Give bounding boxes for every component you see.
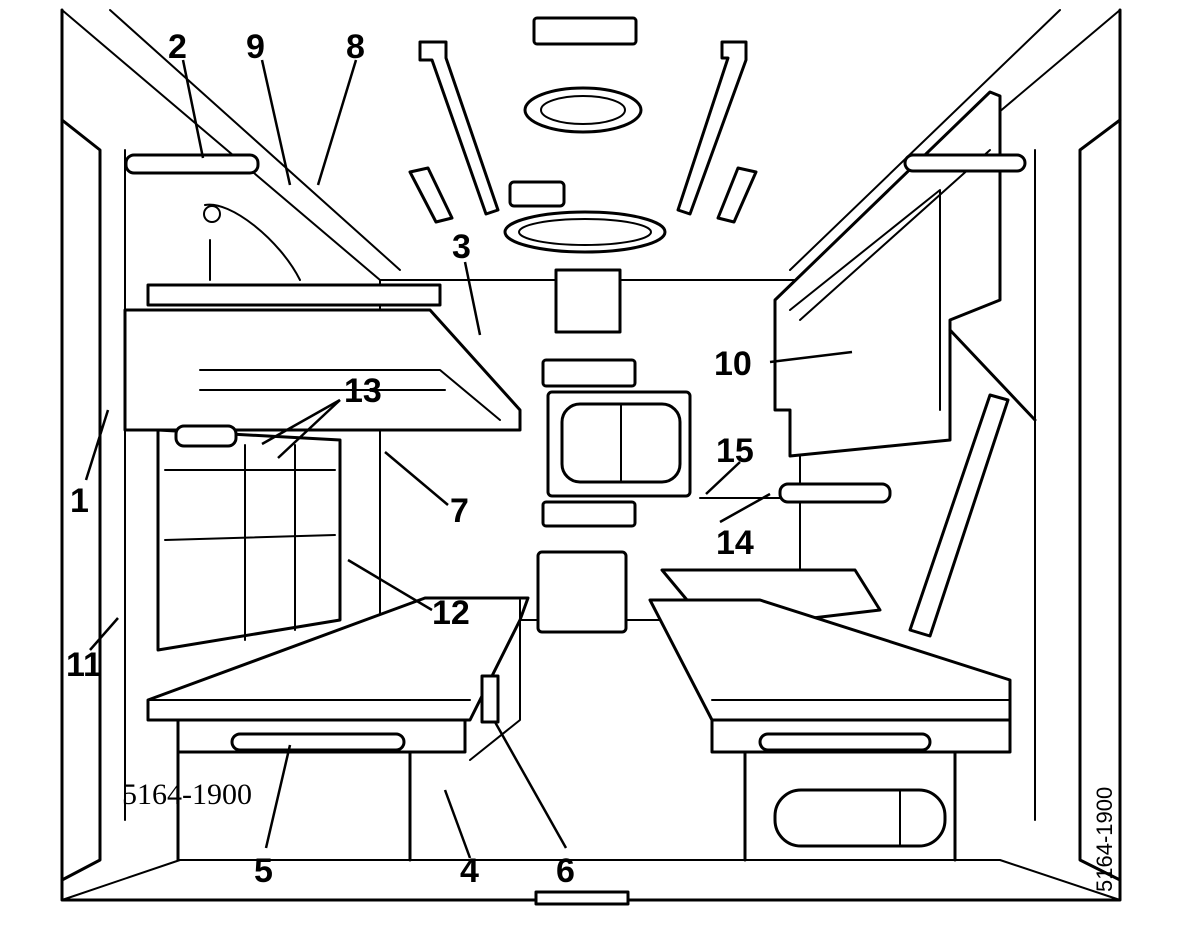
leader-lines — [84, 59, 853, 859]
leader-5 — [264, 744, 292, 849]
callout-1: 1 — [70, 482, 89, 520]
left-backrest-straps — [156, 424, 342, 652]
leader-13a — [261, 398, 341, 446]
callout-11: 11 — [66, 646, 102, 684]
callout-15: 15 — [716, 432, 754, 470]
ceiling-fixtures — [408, 16, 758, 254]
callout-3: 3 — [452, 228, 471, 266]
callout-12: 12 — [432, 594, 470, 632]
callouts: 1 2 3 4 5 6 7 8 9 10 11 12 13 14 15 — [66, 28, 754, 890]
figure-id-horizontal: 5164-1900 — [122, 778, 252, 811]
callout-7: 7 — [450, 492, 469, 530]
front-wall — [536, 268, 692, 634]
figure-id-vertical: 5164-1900 — [1092, 787, 1117, 892]
callout-14: 14 — [716, 524, 754, 562]
leader-10 — [769, 350, 853, 364]
leader-6 — [493, 721, 568, 849]
callout-6: 6 — [556, 852, 575, 890]
leader-8 — [316, 59, 358, 186]
leader-15 — [705, 461, 741, 495]
callout-13: 13 — [344, 372, 382, 410]
leader-2 — [181, 59, 205, 159]
leader-9 — [260, 59, 292, 186]
leader-14 — [719, 492, 771, 524]
right-upper-litter — [773, 90, 1037, 458]
callout-2: 2 — [168, 28, 187, 66]
callout-4: 4 — [460, 852, 479, 890]
leader-4 — [443, 789, 472, 859]
leader-1 — [84, 409, 110, 481]
leader-13b — [277, 399, 341, 459]
callout-10: 10 — [714, 345, 752, 383]
left-upper-litter — [123, 153, 522, 432]
left-lower-litter — [146, 596, 530, 862]
callout-5: 5 — [254, 852, 273, 890]
callout-8: 8 — [346, 28, 365, 66]
right-lower-litter — [648, 393, 1012, 862]
leader-11 — [89, 617, 119, 651]
leader-7 — [384, 451, 449, 506]
leader-12 — [347, 558, 433, 612]
callout-9: 9 — [246, 28, 265, 66]
leader-3 — [463, 261, 482, 336]
